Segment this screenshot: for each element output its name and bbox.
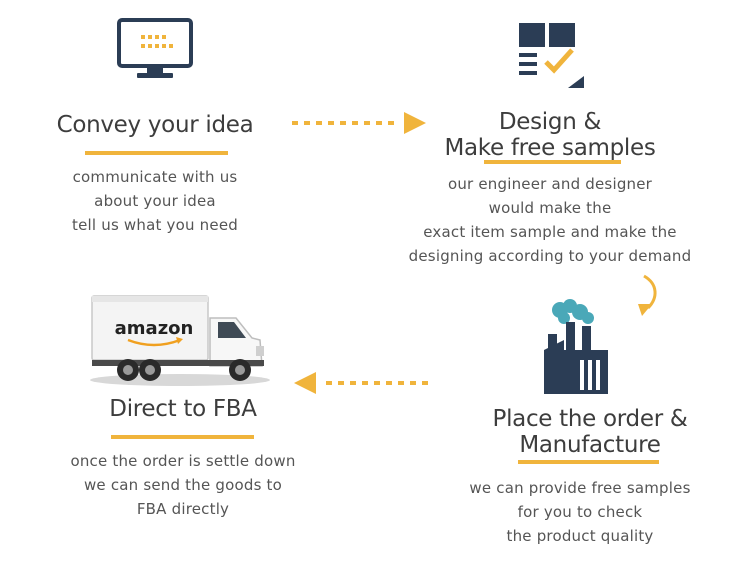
desc-line: we can provide free samples [469,479,691,497]
step-title-line: Manufacture [519,432,661,458]
document-check-icon [519,23,584,88]
desc-line: the product quality [506,527,654,545]
desc-line: we can send the goods to [83,476,283,494]
desc-line: for you to check [517,503,643,521]
arrow-left-icon [294,372,428,394]
step-title: Convey your idea [40,112,270,138]
step-description: communicate with us about your idea tell… [55,165,255,237]
factory-icon [544,299,608,394]
step-title-line: Make free samples [444,135,656,161]
step-title: Design & Make free samples [430,109,670,161]
step-description: once the order is settle down we can sen… [55,449,311,521]
monitor-icon [117,18,193,78]
truck-image: amazon [90,295,270,386]
title-underline [484,160,621,164]
step-description: our engineer and designer would make the… [405,172,695,268]
desc-line: FBA directly [136,500,230,518]
step-title-line: Design & [498,109,602,135]
step-title-line: Direct to FBA [109,396,257,422]
title-underline [85,151,228,155]
step-title: Place the order & Manufacture [470,406,710,458]
step-description: we can provide free samples for you to c… [455,476,705,548]
desc-line: exact item sample and make the [423,223,677,241]
desc-line: designing according to your demand [408,247,692,265]
desc-line: would make the [488,199,612,217]
step-title: Direct to FBA [70,396,296,422]
step-title-line: Convey your idea [56,112,254,138]
amazon-logo: amazon [115,318,194,339]
curved-arrow-icon [638,274,657,316]
desc-line: communicate with us [72,168,238,186]
desc-line: tell us what you need [72,216,238,234]
desc-line: once the order is settle down [70,452,296,470]
arrow-right-icon [292,112,426,134]
desc-line: about your idea [94,192,216,210]
title-underline [518,460,659,464]
step-title-line: Place the order & [492,406,688,432]
desc-line: our engineer and designer [447,175,653,193]
title-underline [111,435,254,439]
